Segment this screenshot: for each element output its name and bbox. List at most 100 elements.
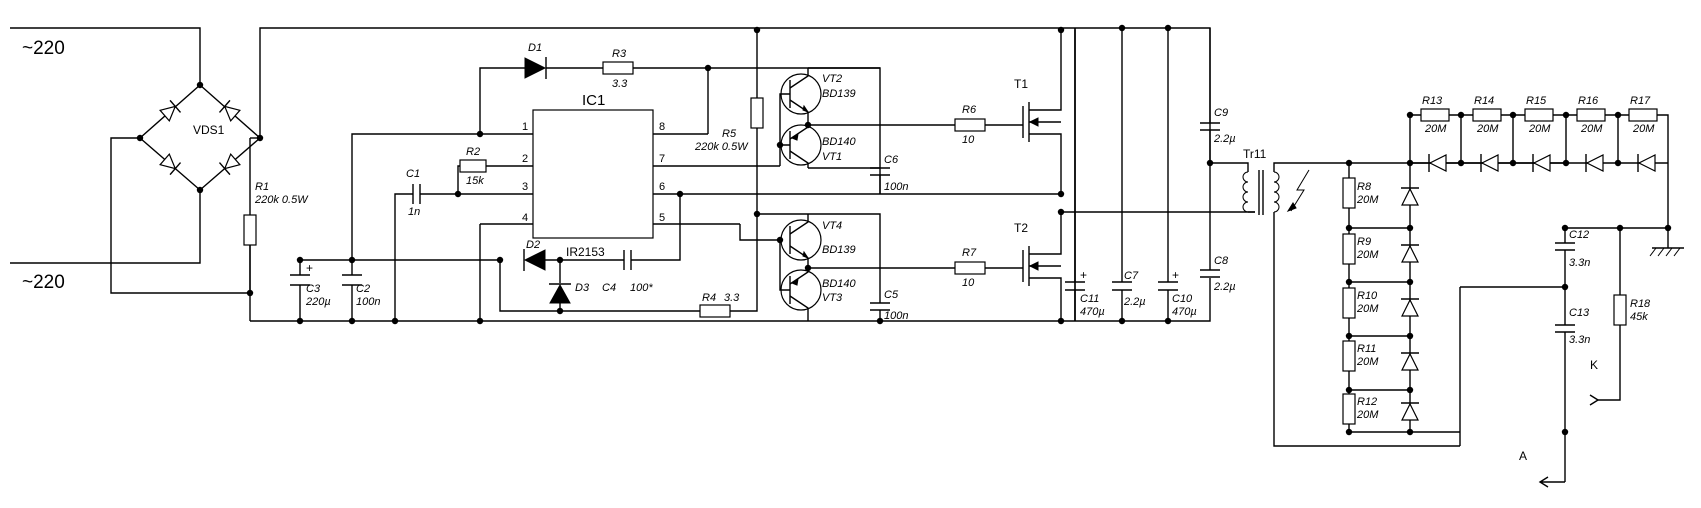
c1-ref: C1	[406, 168, 420, 180]
capacitor-c1	[412, 184, 421, 204]
c5-ref: C5	[884, 289, 899, 301]
resistor-r7	[954, 261, 986, 275]
r14-value: 20M	[1476, 123, 1499, 135]
r16-ref: R16	[1578, 95, 1599, 107]
resistor-r8	[1342, 177, 1356, 209]
c11-ref: C11	[1080, 293, 1099, 305]
transistor-vt2	[780, 68, 822, 125]
t1-ref: T1	[1014, 77, 1028, 91]
transformer-secondary	[1273, 171, 1280, 213]
c7-value: 2.2µ	[1123, 296, 1146, 308]
r17-value: 20M	[1632, 123, 1655, 135]
resistor-r6	[954, 118, 986, 132]
r10-value: 20M	[1356, 303, 1379, 315]
transistor-vt3	[780, 268, 822, 321]
capacitor-c13	[1555, 324, 1575, 333]
bridge-rectifier-vds1	[136, 81, 264, 194]
c10-ref: C10	[1172, 293, 1193, 305]
capacitor-c10	[1158, 281, 1178, 291]
r4-ref: R4	[702, 292, 716, 304]
ic-pin-5: 5	[659, 212, 665, 224]
ic1-body	[532, 109, 654, 239]
r18-ref: R18	[1630, 298, 1651, 310]
output-k-terminal	[1589, 394, 1599, 406]
capacitor-c8	[1200, 269, 1220, 278]
ic-pin-3: 3	[522, 181, 528, 193]
r16-value: 20M	[1580, 123, 1603, 135]
ic-pin-4: 4	[522, 212, 528, 224]
resistor-r10	[1342, 287, 1356, 319]
r1-ref: R1	[255, 181, 269, 193]
r14-ref: R14	[1474, 95, 1494, 107]
resistor-r11	[1342, 340, 1356, 372]
c3-value: 220µ	[305, 296, 331, 308]
c8-value: 2.2µ	[1213, 281, 1236, 293]
mosfet-t1	[1022, 30, 1062, 194]
r2-value: 15k	[466, 175, 484, 187]
ic-pin-7: 7	[659, 153, 665, 165]
transformer-primary	[1242, 171, 1249, 213]
d3-ref: D3	[575, 282, 590, 294]
transistor-vt4	[780, 214, 822, 268]
r12-value: 20M	[1356, 409, 1379, 421]
capacitor-c12	[1555, 242, 1575, 251]
capacitor-c7	[1112, 281, 1132, 291]
vt4-part: BD139	[822, 244, 856, 256]
transistor-vt1	[780, 124, 822, 168]
capacitor-c5	[870, 302, 890, 311]
output-a-terminal	[1538, 476, 1565, 488]
r8-ref: R8	[1357, 181, 1372, 193]
r2-ref: R2	[466, 146, 480, 158]
multiplier-diodes-horizontal	[1428, 154, 1656, 172]
r7-value: 10	[962, 277, 975, 289]
vt1-ref: VT1	[822, 151, 842, 163]
multiplier-diodes-vertical	[1401, 187, 1419, 421]
c4-ref: C4	[602, 282, 616, 294]
ic-pin-6: 6	[659, 181, 665, 193]
vt4-ref: VT4	[822, 220, 842, 232]
c13-value: 3.3n	[1569, 334, 1590, 346]
d2-ref: D2	[526, 239, 540, 251]
d1-ref: D1	[528, 42, 542, 54]
ic-pin-8: 8	[659, 121, 665, 133]
r13-value: 20M	[1424, 123, 1447, 135]
t2-ref: T2	[1014, 221, 1028, 235]
vt2-part: BD139	[822, 88, 856, 100]
c9-ref: C9	[1214, 107, 1228, 119]
c11-plus: +	[1080, 268, 1087, 282]
r13-ref: R13	[1422, 95, 1443, 107]
vt1-part: BD140	[822, 136, 857, 148]
mains-label-top: ~220	[22, 38, 65, 59]
resistor-r3	[602, 61, 634, 75]
r9-value: 20M	[1356, 249, 1379, 261]
mains-wire-bottom	[10, 212, 201, 264]
c7-ref: C7	[1124, 270, 1139, 282]
r10-ref: R10	[1357, 290, 1378, 302]
resistor-r15	[1524, 108, 1554, 122]
r5-ref: R5	[722, 128, 737, 140]
r6-ref: R6	[962, 104, 977, 116]
resistor-r17	[1628, 108, 1658, 122]
mosfet-t2	[1022, 212, 1062, 321]
c8-ref: C8	[1214, 255, 1229, 267]
r15-value: 20M	[1528, 123, 1551, 135]
r3-value: 3.3	[612, 78, 628, 90]
c2-value: 100n	[356, 296, 380, 308]
c3-plus: +	[306, 261, 313, 275]
r5-value: 220k 0.5W	[694, 141, 749, 153]
resistor-r1	[243, 214, 257, 246]
c5-value: 100n	[884, 310, 908, 322]
c4-value: 100*	[630, 282, 653, 294]
transformer-ref: Tr11	[1243, 147, 1267, 161]
output-k-label: K	[1590, 358, 1598, 372]
bridge-negative-wire	[110, 137, 250, 294]
c3-ref: C3	[306, 283, 321, 295]
c13-ref: C13	[1569, 307, 1590, 319]
diode-d3	[549, 283, 571, 304]
ic1-ref: IC1	[582, 92, 605, 109]
c6-value: 100n	[884, 181, 908, 193]
r7-ref: R7	[962, 247, 977, 259]
vt3-part: BD140	[822, 278, 857, 290]
arc-symbol-icon	[1290, 169, 1310, 212]
